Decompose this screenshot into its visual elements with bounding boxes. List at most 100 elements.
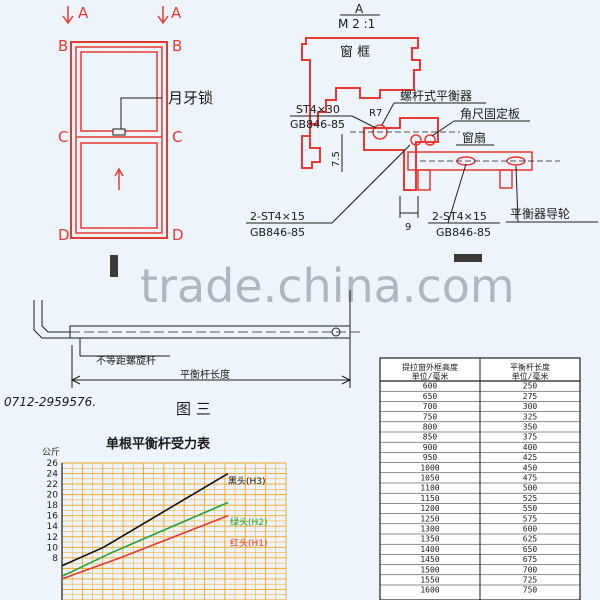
upper-sash	[80, 51, 158, 132]
arrow-a-right-label: A	[171, 4, 182, 22]
table-cell-length: 250	[523, 382, 538, 391]
y-tick-label: 20	[47, 491, 59, 501]
table-cell-height: 1150	[420, 494, 439, 503]
arrow-a-right	[157, 6, 169, 25]
fig3-balancer-rod: 不等距螺旋杆 平衡杆长度 0712-2959576. 图 三	[4, 290, 360, 418]
chart-lines	[61, 472, 229, 580]
table-cell-length: 425	[523, 453, 538, 462]
label-c-left: C	[58, 128, 68, 146]
phone-number: 0712-2959576.	[4, 395, 96, 409]
table-cell-height: 600	[423, 382, 438, 391]
table-cell-length: 725	[523, 576, 538, 585]
table-cell-length: 300	[523, 402, 538, 411]
series-line	[61, 514, 229, 580]
y-tick-label: 14	[47, 522, 59, 532]
label-c-right: C	[172, 128, 182, 146]
screw-icon	[424, 134, 436, 146]
table-cell-height: 1550	[420, 576, 439, 585]
table-cell-length: 525	[523, 494, 538, 503]
y-tick-label: 26	[47, 459, 59, 469]
table-cell-length: 400	[523, 443, 538, 452]
series-label-h1: 红头(H1)	[230, 537, 268, 549]
r7-label: R7	[369, 108, 382, 119]
frame-profile	[301, 37, 421, 169]
table-cell-length: 325	[523, 412, 538, 421]
balancer-label: 螺杆式平衡器	[400, 89, 472, 103]
screw1-std: GB846-85	[290, 118, 345, 131]
y-tick-label: 12	[47, 533, 58, 543]
y-tick-label: 22	[47, 480, 58, 490]
y-tick-label: 8	[52, 554, 58, 564]
dim-7-5: 7.5	[331, 151, 342, 167]
screw1-label: ST4×30	[296, 103, 340, 116]
screw3-std: GB846-85	[436, 226, 491, 239]
caption-mark	[110, 255, 118, 277]
table-cell-length: 700	[523, 565, 538, 574]
table-cell-height: 1600	[420, 586, 439, 595]
y-tick-label: 10	[47, 543, 59, 553]
label-d-right: D	[172, 226, 184, 244]
screw3-label: 2-ST4×15	[432, 210, 487, 223]
sash-label: 窗扇	[462, 130, 486, 145]
lock-label: 月牙锁	[168, 89, 213, 107]
chart-unit: 公斤	[42, 447, 60, 458]
table-cell-length: 275	[523, 392, 538, 401]
length-label: 平衡杆长度	[180, 368, 230, 381]
table-header-height-unit: 单位/毫米	[412, 371, 449, 381]
fig3-caption: 图 三	[176, 400, 211, 418]
table-cell-length: 675	[523, 555, 538, 564]
table-cell-height: 850	[423, 433, 438, 442]
table-cell-length: 650	[523, 545, 538, 554]
series-line	[61, 472, 229, 567]
screw-icon	[410, 134, 422, 146]
fig2-section-detail: A M 2 :1 窗 框 ST4×30 GB846-85 R7 螺杆式平衡器 角…	[246, 2, 598, 239]
table-header-length-unit: 单位/毫米	[512, 371, 549, 381]
table-cell-length: 475	[523, 474, 538, 483]
series-label-h3: 黑头(H3)	[228, 476, 266, 487]
plate-label: 角尺固定板	[460, 106, 520, 121]
chart-title: 单根平衡杆受力表	[106, 436, 211, 452]
y-tick-label: 16	[47, 512, 59, 522]
table-cell-length: 450	[523, 463, 538, 472]
label-b-left: B	[58, 37, 68, 55]
rod-label: 不等距螺旋杆	[96, 354, 156, 367]
outer-frame	[70, 41, 168, 239]
caption-mark	[454, 254, 482, 262]
table-cell-height: 800	[423, 423, 438, 432]
label-d-left: D	[58, 226, 70, 244]
arrow-a-left-label: A	[78, 4, 89, 22]
table-cell-height: 950	[423, 453, 438, 462]
crescent-lock-icon	[112, 128, 126, 136]
table-cell-height: 1000	[420, 463, 439, 472]
table-cell-height: 650	[423, 392, 438, 401]
table-cell-length: 575	[523, 514, 538, 523]
lower-sash	[80, 142, 158, 229]
table-cell-length: 500	[523, 484, 538, 493]
table-cell-height: 1050	[420, 474, 439, 483]
rod-end-icon	[331, 327, 341, 337]
series-label-h2: 绿头(H2)	[230, 516, 268, 528]
table-cell-length: 625	[523, 535, 538, 544]
table-cell-height: 750	[423, 412, 438, 421]
table-cell-height: 1200	[420, 504, 439, 513]
table-cell-height: 1400	[420, 545, 439, 554]
dim-9: 9	[405, 222, 411, 233]
label-b-right: B	[172, 37, 182, 55]
frame-label: 窗 框	[340, 44, 370, 60]
arrow-a-left	[62, 6, 74, 25]
table-cell-height: 1300	[420, 525, 439, 534]
section-label: A	[355, 2, 364, 16]
table-cell-height: 1500	[420, 565, 439, 574]
series-line	[61, 501, 229, 578]
guide-label: 平衡器导轮	[510, 207, 570, 221]
up-arrow-icon	[114, 167, 124, 177]
table-cell-length: 350	[523, 423, 538, 432]
table-cell-length: 550	[523, 504, 538, 513]
inner-frame	[75, 46, 163, 234]
fig1-window-elevation: A A B B C C D D 月牙锁	[58, 4, 213, 244]
